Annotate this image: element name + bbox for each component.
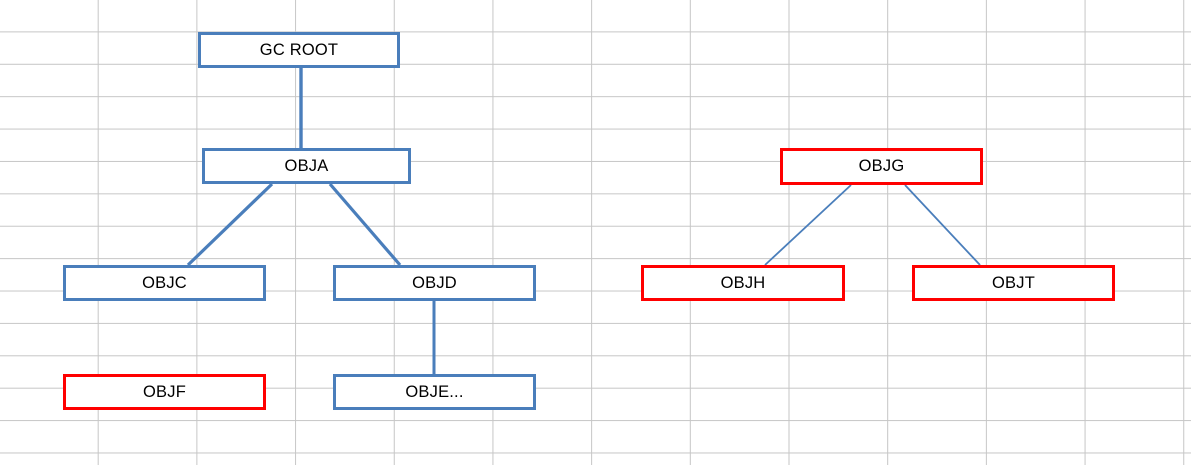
- node-label-objd: OBJD: [412, 273, 457, 292]
- node-label-objt: OBJT: [992, 273, 1035, 292]
- node-label-objc: OBJC: [142, 273, 187, 292]
- node-label-objh: OBJH: [720, 273, 766, 292]
- node-objc[interactable]: OBJC: [63, 265, 266, 301]
- edge-obja-objd: [328, 182, 402, 267]
- node-label-obje: OBJE...: [405, 382, 464, 401]
- node-objd[interactable]: OBJD: [333, 265, 536, 301]
- node-label-objf: OBJF: [143, 382, 186, 401]
- node-obje[interactable]: OBJE...: [333, 374, 536, 410]
- edge-obja-objc: [186, 182, 274, 267]
- node-label-obja: OBJA: [284, 156, 329, 175]
- node-label-gcroot: GC ROOT: [259, 40, 339, 59]
- node-objh[interactable]: OBJH: [641, 265, 845, 301]
- edge-objg-objt: [904, 184, 981, 266]
- node-objg[interactable]: OBJG: [780, 148, 983, 185]
- node-objf[interactable]: OBJF: [63, 374, 266, 410]
- node-objt[interactable]: OBJT: [912, 265, 1115, 301]
- edge-objg-objh: [764, 184, 852, 266]
- node-obja[interactable]: OBJA: [202, 148, 411, 184]
- node-gcroot[interactable]: GC ROOT: [198, 32, 400, 68]
- node-label-objg: OBJG: [858, 157, 905, 175]
